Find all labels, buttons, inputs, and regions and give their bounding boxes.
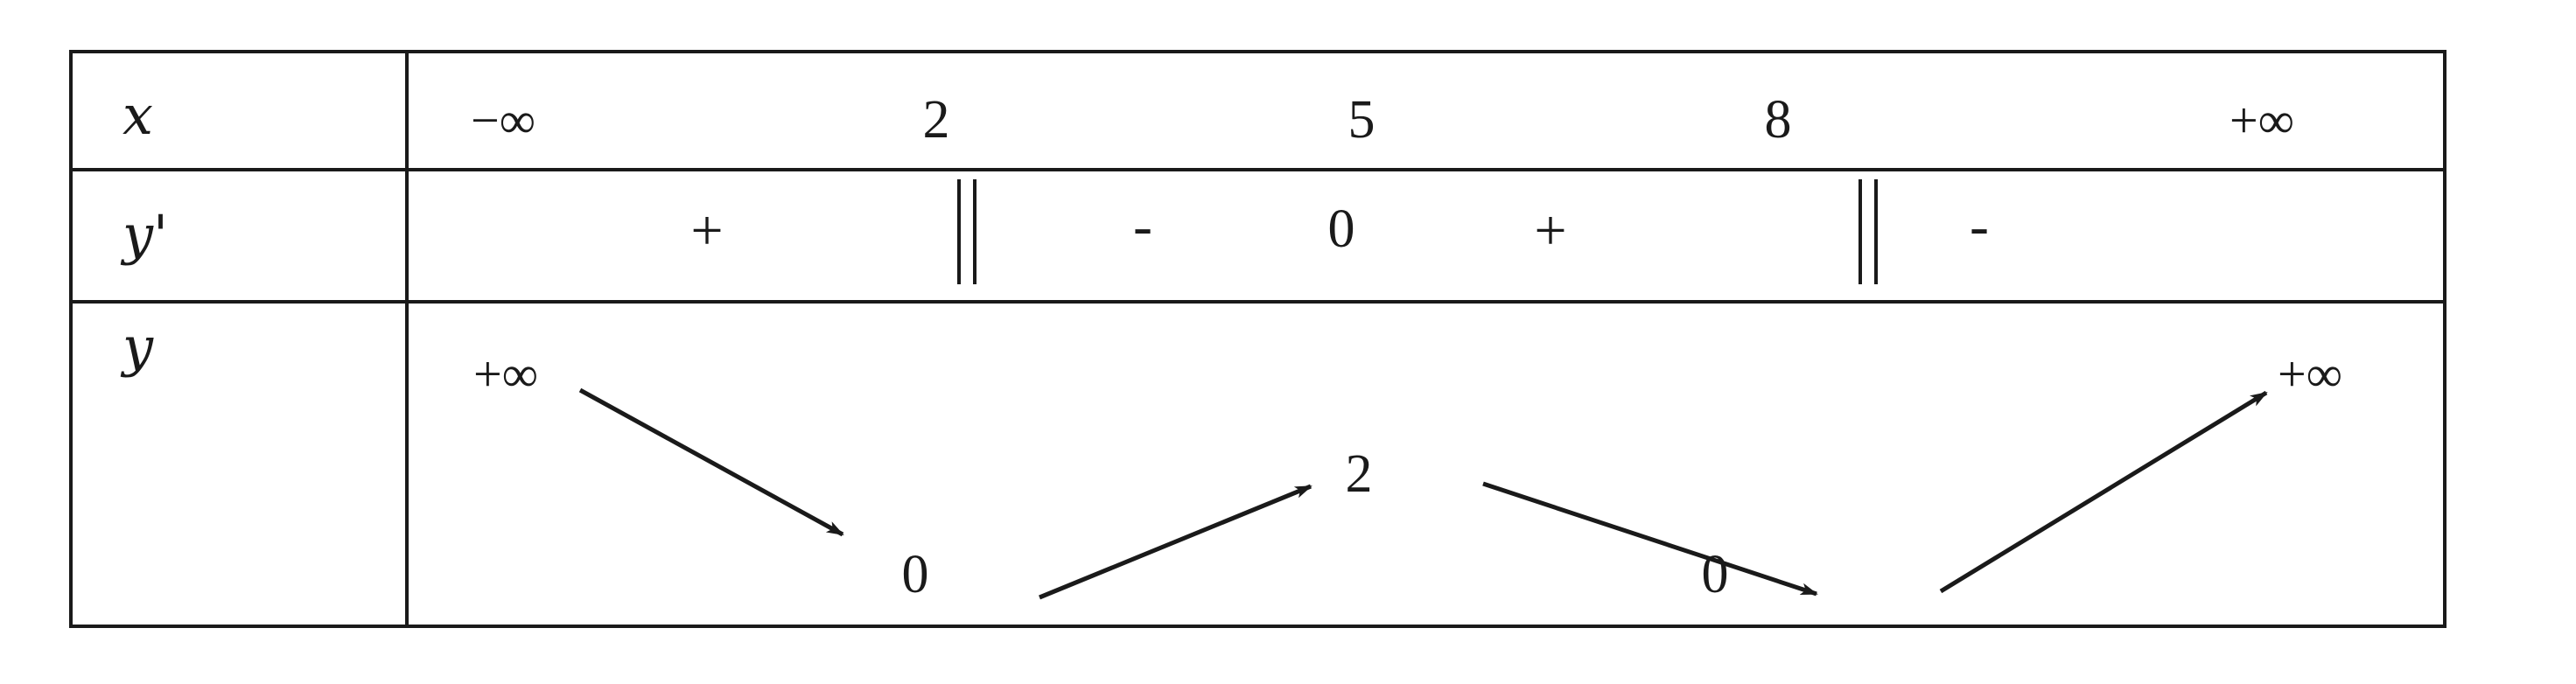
y-value-start: +∞ [473, 345, 538, 402]
y-value-at-5: 2 [1346, 444, 1373, 504]
row-label-x: x [122, 83, 153, 147]
sign-plus-2: + [1534, 199, 1566, 262]
x-value-2: 2 [923, 90, 950, 150]
undefined-marker-at-8 [1858, 179, 1878, 284]
y-value-end: +∞ [2278, 345, 2342, 402]
decreasing-arrow-1 [578, 387, 844, 537]
x-value-8: 8 [1765, 90, 1792, 150]
decreasing-arrow-2 [1482, 481, 1818, 597]
x-row: −∞ 2 5 8 +∞ [471, 90, 2294, 150]
y-value-at-2: 0 [902, 545, 929, 604]
x-value-pos-infinity: +∞ [2230, 92, 2294, 149]
increasing-arrow-1 [1039, 484, 1312, 600]
y-row: +∞ 0 2 0 +∞ [473, 345, 2342, 604]
row-label-y-prime: y' [120, 203, 168, 267]
sign-plus-1: + [690, 199, 723, 262]
y-value-at-8: 0 [1702, 545, 1729, 604]
table-border [69, 50, 2446, 628]
x-value-neg-infinity: −∞ [471, 92, 536, 149]
row-labels: x y' y [120, 83, 168, 379]
undefined-marker-at-2 [957, 179, 976, 284]
y-prime-row: + - 0 + - [690, 179, 1989, 284]
increasing-arrow-2 [1939, 390, 2268, 594]
row-label-y: y [120, 315, 154, 379]
x-value-5: 5 [1348, 90, 1376, 150]
table-grid [69, 50, 2446, 628]
sign-minus-2: - [1970, 194, 1989, 258]
sign-zero: 0 [1328, 199, 1355, 259]
sign-minus-1: - [1133, 194, 1152, 258]
